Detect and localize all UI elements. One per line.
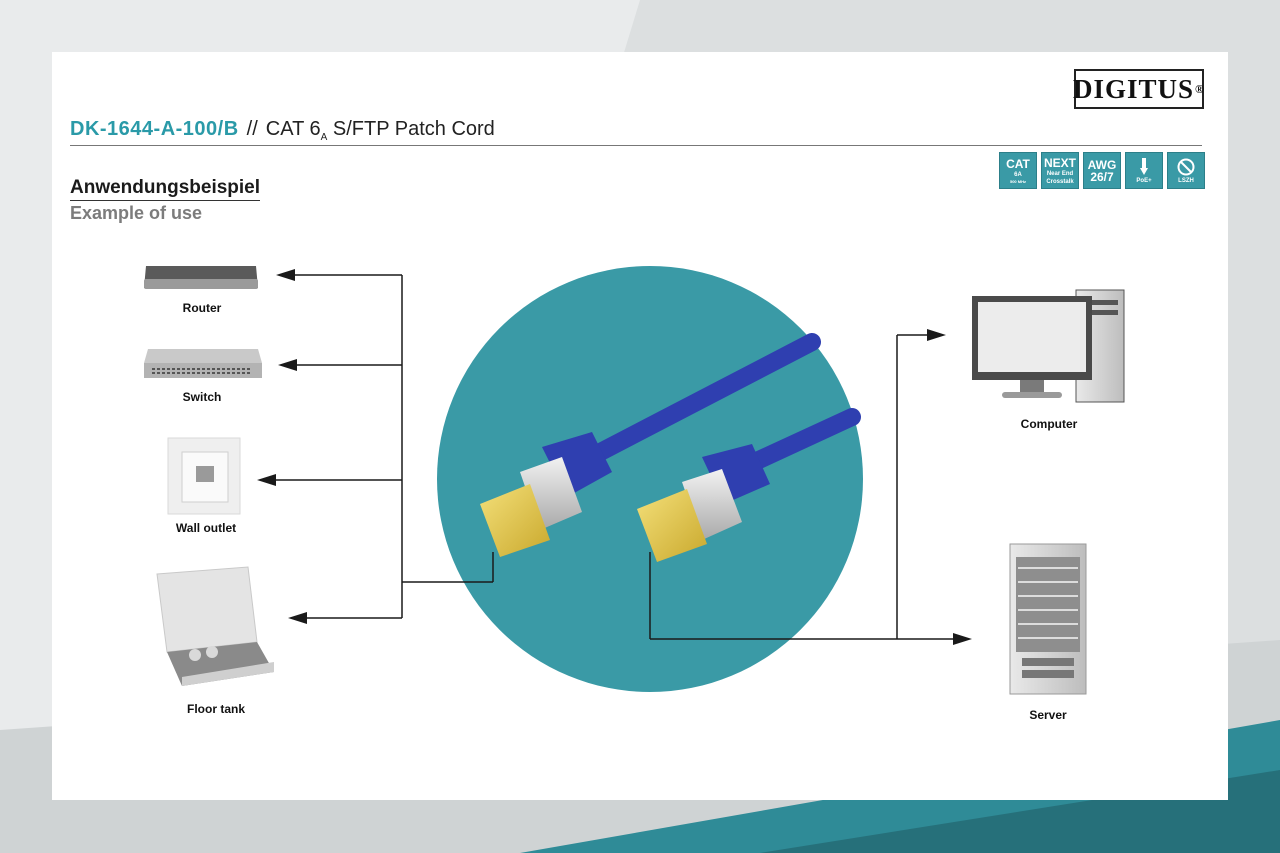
server-label: Server — [1029, 708, 1067, 722]
page-title: DK-1644-A-100/B // CAT 6A S/FTP Patch Cord — [70, 118, 495, 143]
poe-plus-icon: PoE+ — [1125, 152, 1163, 189]
content-card: DIGITUS® DK-1644-A-100/B // CAT 6A S/FTP P… — [52, 52, 1228, 800]
computer-icon — [972, 289, 1125, 403]
floor-tank-label: Floor tank — [186, 702, 246, 716]
title-divider — [70, 145, 1202, 146]
awg-icon: AWG 26/7 — [1083, 152, 1121, 189]
feature-badges: CAT 6A 500 MHz NEXT Near End Crosstalk A… — [999, 152, 1205, 189]
wall-outlet-icon — [167, 437, 241, 515]
no-smoke-icon — [1177, 158, 1195, 175]
connector-tip-left — [480, 484, 550, 557]
arrow-heads — [257, 269, 972, 645]
connector-tip-right — [637, 489, 707, 562]
section-title-german: Anwendungsbeispiel — [70, 177, 261, 201]
floor-tank-icon — [156, 566, 274, 686]
category-label: CAT 6A — [265, 118, 328, 143]
server-icon — [1009, 543, 1087, 695]
router-label: Router — [182, 301, 222, 315]
product-code: DK-1644-A-100/B — [70, 118, 239, 140]
connection-diagram — [144, 266, 1125, 695]
next-icon: NEXT Near End Crosstalk — [1041, 152, 1079, 189]
title-separator: // — [246, 118, 258, 140]
plug-icon — [1140, 157, 1148, 175]
switch-icon — [144, 349, 262, 378]
wall-outlet-label: Wall outlet — [175, 521, 237, 535]
router-icon — [144, 266, 258, 289]
section-title-english: Example of use — [70, 203, 203, 223]
switch-label: Switch — [182, 390, 222, 404]
patch-cord-illustration — [480, 333, 861, 562]
digitus-logo: DIGITUS® — [1073, 69, 1204, 109]
connection-lines — [262, 274, 960, 640]
product-description: S/FTP Patch Cord — [332, 118, 495, 140]
lszh-icon: LSZH — [1167, 152, 1205, 189]
cat-6a-icon: CAT 6A 500 MHz — [999, 152, 1037, 189]
computer-label: Computer — [1020, 417, 1078, 431]
